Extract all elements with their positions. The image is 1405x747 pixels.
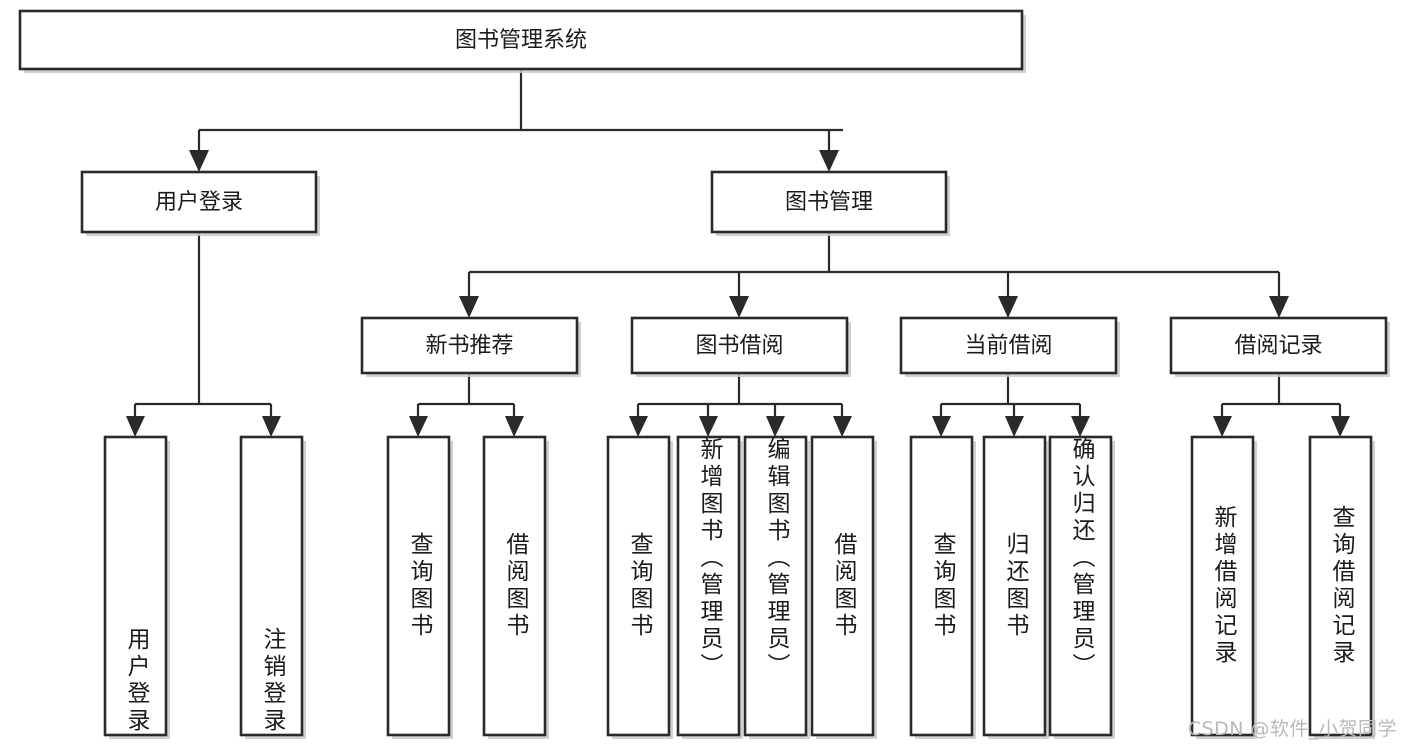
node-book-borrow[interactable]	[630, 316, 849, 375]
node-leaf-add-book[interactable]	[676, 435, 741, 737]
arrow-to-leaf-query-book-cur	[932, 416, 951, 437]
arrow-to-leaf-query-borrow-record	[1331, 416, 1350, 437]
arrow-to-new-book-rec	[459, 296, 479, 318]
arrow-to-leaf-return-book	[1005, 416, 1024, 437]
label-current-borrow: 当前借阅	[964, 334, 1052, 359]
node-leaf-query-borrow-record[interactable]	[1308, 435, 1373, 737]
node-leaf-query-book-borrow[interactable]	[606, 435, 671, 737]
node-borrow-record[interactable]	[1169, 316, 1388, 375]
label-borrow-record: 借阅记录	[1234, 334, 1322, 359]
label-root: 图书管理系统	[455, 28, 587, 53]
arrow-to-leaf-borrow-book-rec	[505, 416, 524, 437]
arrow-to-leaf-logout	[262, 416, 281, 437]
arrow-to-book-manage	[819, 150, 839, 172]
node-new-book-rec[interactable]	[360, 316, 579, 375]
node-leaf-borrow-book[interactable]	[810, 435, 875, 737]
arrow-to-leaf-confirm-return	[1071, 416, 1090, 437]
arrow-to-current-borrow	[998, 296, 1018, 318]
node-leaf-user-login[interactable]	[103, 435, 168, 737]
node-leaf-add-borrow-record[interactable]	[1190, 435, 1255, 737]
connector-layer	[126, 69, 1350, 437]
arrow-to-leaf-add-book	[699, 416, 718, 437]
node-leaf-confirm-return[interactable]	[1048, 435, 1113, 737]
label-new-book-rec: 新书推荐	[425, 334, 513, 359]
node-layer	[18, 9, 1390, 739]
node-book-manage[interactable]	[710, 170, 948, 234]
arrow-to-leaf-borrow-book	[833, 416, 852, 437]
node-leaf-edit-book[interactable]	[743, 435, 808, 737]
label-book-manage: 图书管理	[785, 190, 873, 215]
connector-currentborrow-to-leaves	[939, 373, 1082, 420]
label-user-login: 用户登录	[155, 190, 243, 215]
arrow-to-book-borrow	[729, 296, 749, 318]
connector-root-to-level2	[197, 69, 843, 155]
arrow-to-leaf-add-borrow-record	[1213, 416, 1232, 437]
label-book-borrow: 图书借阅	[695, 334, 783, 359]
arrow-to-leaf-edit-book	[766, 416, 785, 437]
node-leaf-query-book-rec[interactable]	[386, 435, 451, 737]
node-root[interactable]	[18, 9, 1024, 71]
node-leaf-borrow-book-rec[interactable]	[482, 435, 547, 737]
node-leaf-return-book[interactable]	[982, 435, 1047, 737]
connector-borrowrecord-to-leaves	[1220, 373, 1342, 420]
connector-newbookrec-to-leaves	[416, 373, 516, 420]
node-user-login[interactable]	[80, 170, 318, 234]
arrow-to-leaf-query-book-borrow	[629, 416, 648, 437]
node-leaf-query-book-cur[interactable]	[909, 435, 974, 737]
connector-bookborrow-to-leaves	[636, 373, 844, 420]
arrow-to-borrow-record	[1269, 296, 1289, 318]
node-leaf-logout[interactable]	[239, 435, 304, 737]
connector-userlogin-to-leaves	[133, 232, 273, 420]
node-current-borrow[interactable]	[899, 316, 1118, 375]
arrow-to-leaf-query-book-rec	[409, 416, 428, 437]
connector-bookmanage-to-level3	[467, 232, 1281, 300]
arrow-to-user-login	[189, 150, 209, 172]
arrow-to-leaf-user-login	[126, 416, 145, 437]
